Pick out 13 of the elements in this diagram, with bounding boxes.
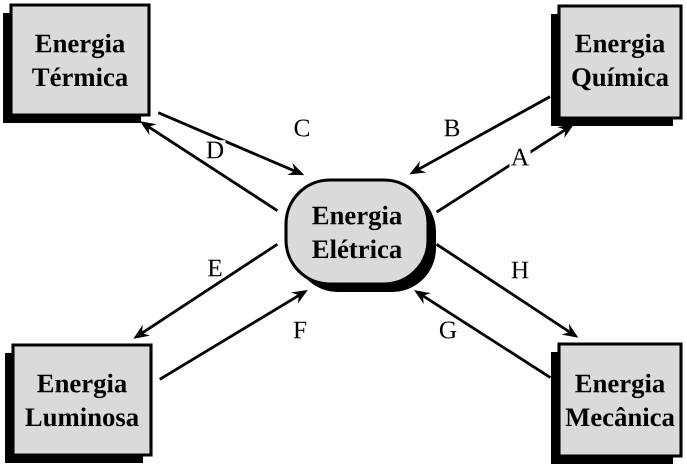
energy-box: Energia Química — [551, 4, 683, 126]
edge-label: B — [442, 118, 462, 138]
energy-box: Energia Mecânica — [551, 342, 683, 464]
edge-label: H — [509, 260, 531, 280]
edge-label: A — [509, 147, 531, 167]
energy-box: Energia Térmica — [3, 3, 151, 123]
energy-oval: Energia Elétrica — [284, 178, 436, 292]
edge-label: D — [204, 140, 226, 160]
edge-label: C — [292, 118, 312, 138]
edge-label: E — [206, 258, 224, 278]
edge-label: F — [292, 320, 308, 340]
edge-label: G — [437, 320, 459, 340]
energy-box: Energia Luminosa — [5, 343, 153, 463]
